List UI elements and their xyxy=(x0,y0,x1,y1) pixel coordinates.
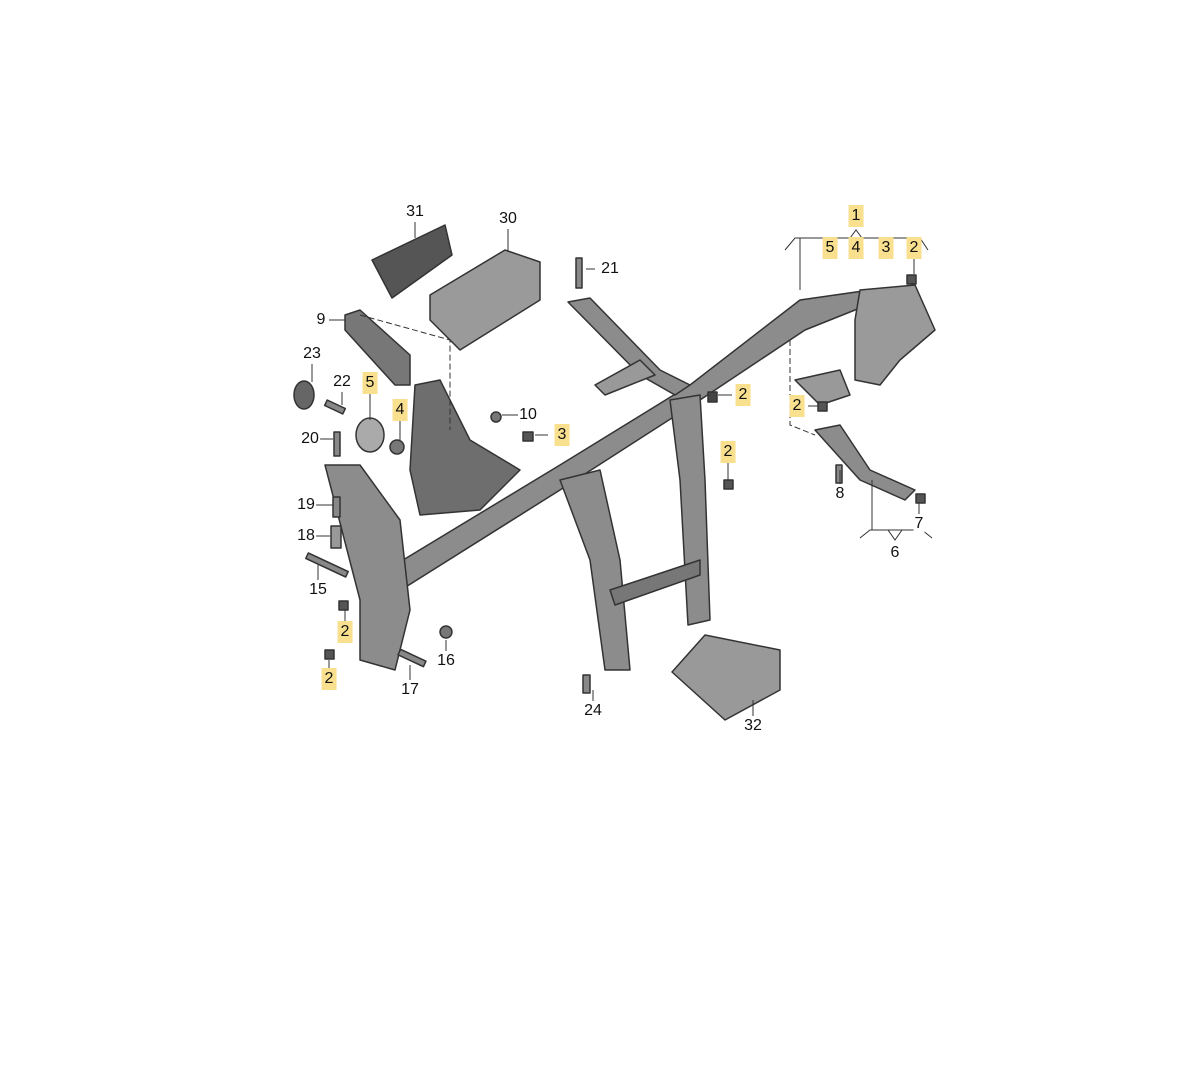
callout-15: 15 xyxy=(308,580,328,600)
dash-lines xyxy=(359,314,816,436)
upper-bracket-arm xyxy=(594,359,656,396)
callout-2[interactable]: 2 xyxy=(789,395,805,417)
part-4-nut xyxy=(389,439,405,455)
callout-1-sub-5[interactable]: 5 xyxy=(822,237,838,259)
callout-32: 32 xyxy=(743,716,763,736)
part-10-nut xyxy=(490,411,502,423)
left-end-bracket xyxy=(324,464,411,671)
right-end-bracket xyxy=(854,284,936,386)
callout-8: 8 xyxy=(834,484,846,504)
callout-1-sub-4[interactable]: 4 xyxy=(848,237,864,259)
callout-16: 16 xyxy=(436,651,456,671)
center-support-left xyxy=(559,469,631,671)
left-bracket-pan xyxy=(409,379,521,516)
callout-6: 6 xyxy=(889,543,901,563)
callout-3[interactable]: 3 xyxy=(554,424,570,446)
part-22-bolt xyxy=(323,399,347,415)
part-30-vent xyxy=(429,249,541,351)
callout-23: 23 xyxy=(302,344,322,364)
part-2-clip xyxy=(906,274,917,285)
part-23-cap xyxy=(293,380,315,410)
part-2-clip xyxy=(723,479,734,490)
callout-30: 30 xyxy=(498,209,518,229)
leader-lines xyxy=(311,222,920,716)
callout-2[interactable]: 2 xyxy=(321,668,337,690)
part-6-bracket xyxy=(814,424,916,501)
part-5-bushing xyxy=(355,417,385,453)
part-17-bolt xyxy=(397,648,427,668)
callout-19: 19 xyxy=(296,495,316,515)
callout-1-sub-3[interactable]: 3 xyxy=(878,237,894,259)
part-2-clip xyxy=(324,649,335,660)
callout-4[interactable]: 4 xyxy=(392,399,408,421)
callout-17: 17 xyxy=(400,680,420,700)
callout-31: 31 xyxy=(405,202,425,222)
part-2-clip xyxy=(707,391,718,403)
callout-1[interactable]: 1 xyxy=(848,205,864,227)
part-32-duct xyxy=(671,634,781,721)
callout-1-sub-2[interactable]: 2 xyxy=(906,237,922,259)
callout-24: 24 xyxy=(583,701,603,721)
part-8-bolt xyxy=(835,464,843,484)
part-19-bolt xyxy=(332,496,341,518)
part-31-cover xyxy=(371,224,453,299)
callout-2[interactable]: 2 xyxy=(720,441,736,463)
part-24-bolt xyxy=(582,674,591,694)
center-support-right xyxy=(669,394,711,626)
part-9-bracket xyxy=(344,309,411,386)
callout-10: 10 xyxy=(518,405,538,425)
support-crossbar xyxy=(609,559,701,606)
part-15-stud xyxy=(305,552,349,578)
callout-18: 18 xyxy=(296,526,316,546)
part-2-clip xyxy=(338,600,349,611)
right-mid-bracket xyxy=(794,369,851,406)
part-16-nut xyxy=(439,625,453,639)
callout-20: 20 xyxy=(300,429,320,449)
callout-2[interactable]: 2 xyxy=(337,621,353,643)
callout-5[interactable]: 5 xyxy=(362,372,378,394)
callout-9: 9 xyxy=(315,310,327,330)
part-7-clip xyxy=(915,493,926,504)
callout-22: 22 xyxy=(332,372,352,392)
callout-21: 21 xyxy=(600,259,620,279)
callout-2[interactable]: 2 xyxy=(735,384,751,406)
part-2-clip xyxy=(817,401,828,412)
part-21-bolt xyxy=(575,257,583,289)
part-18-bolt xyxy=(330,525,342,549)
part-20-bolt xyxy=(333,431,341,457)
part-3-clip xyxy=(522,431,534,442)
callout-7: 7 xyxy=(913,514,925,534)
